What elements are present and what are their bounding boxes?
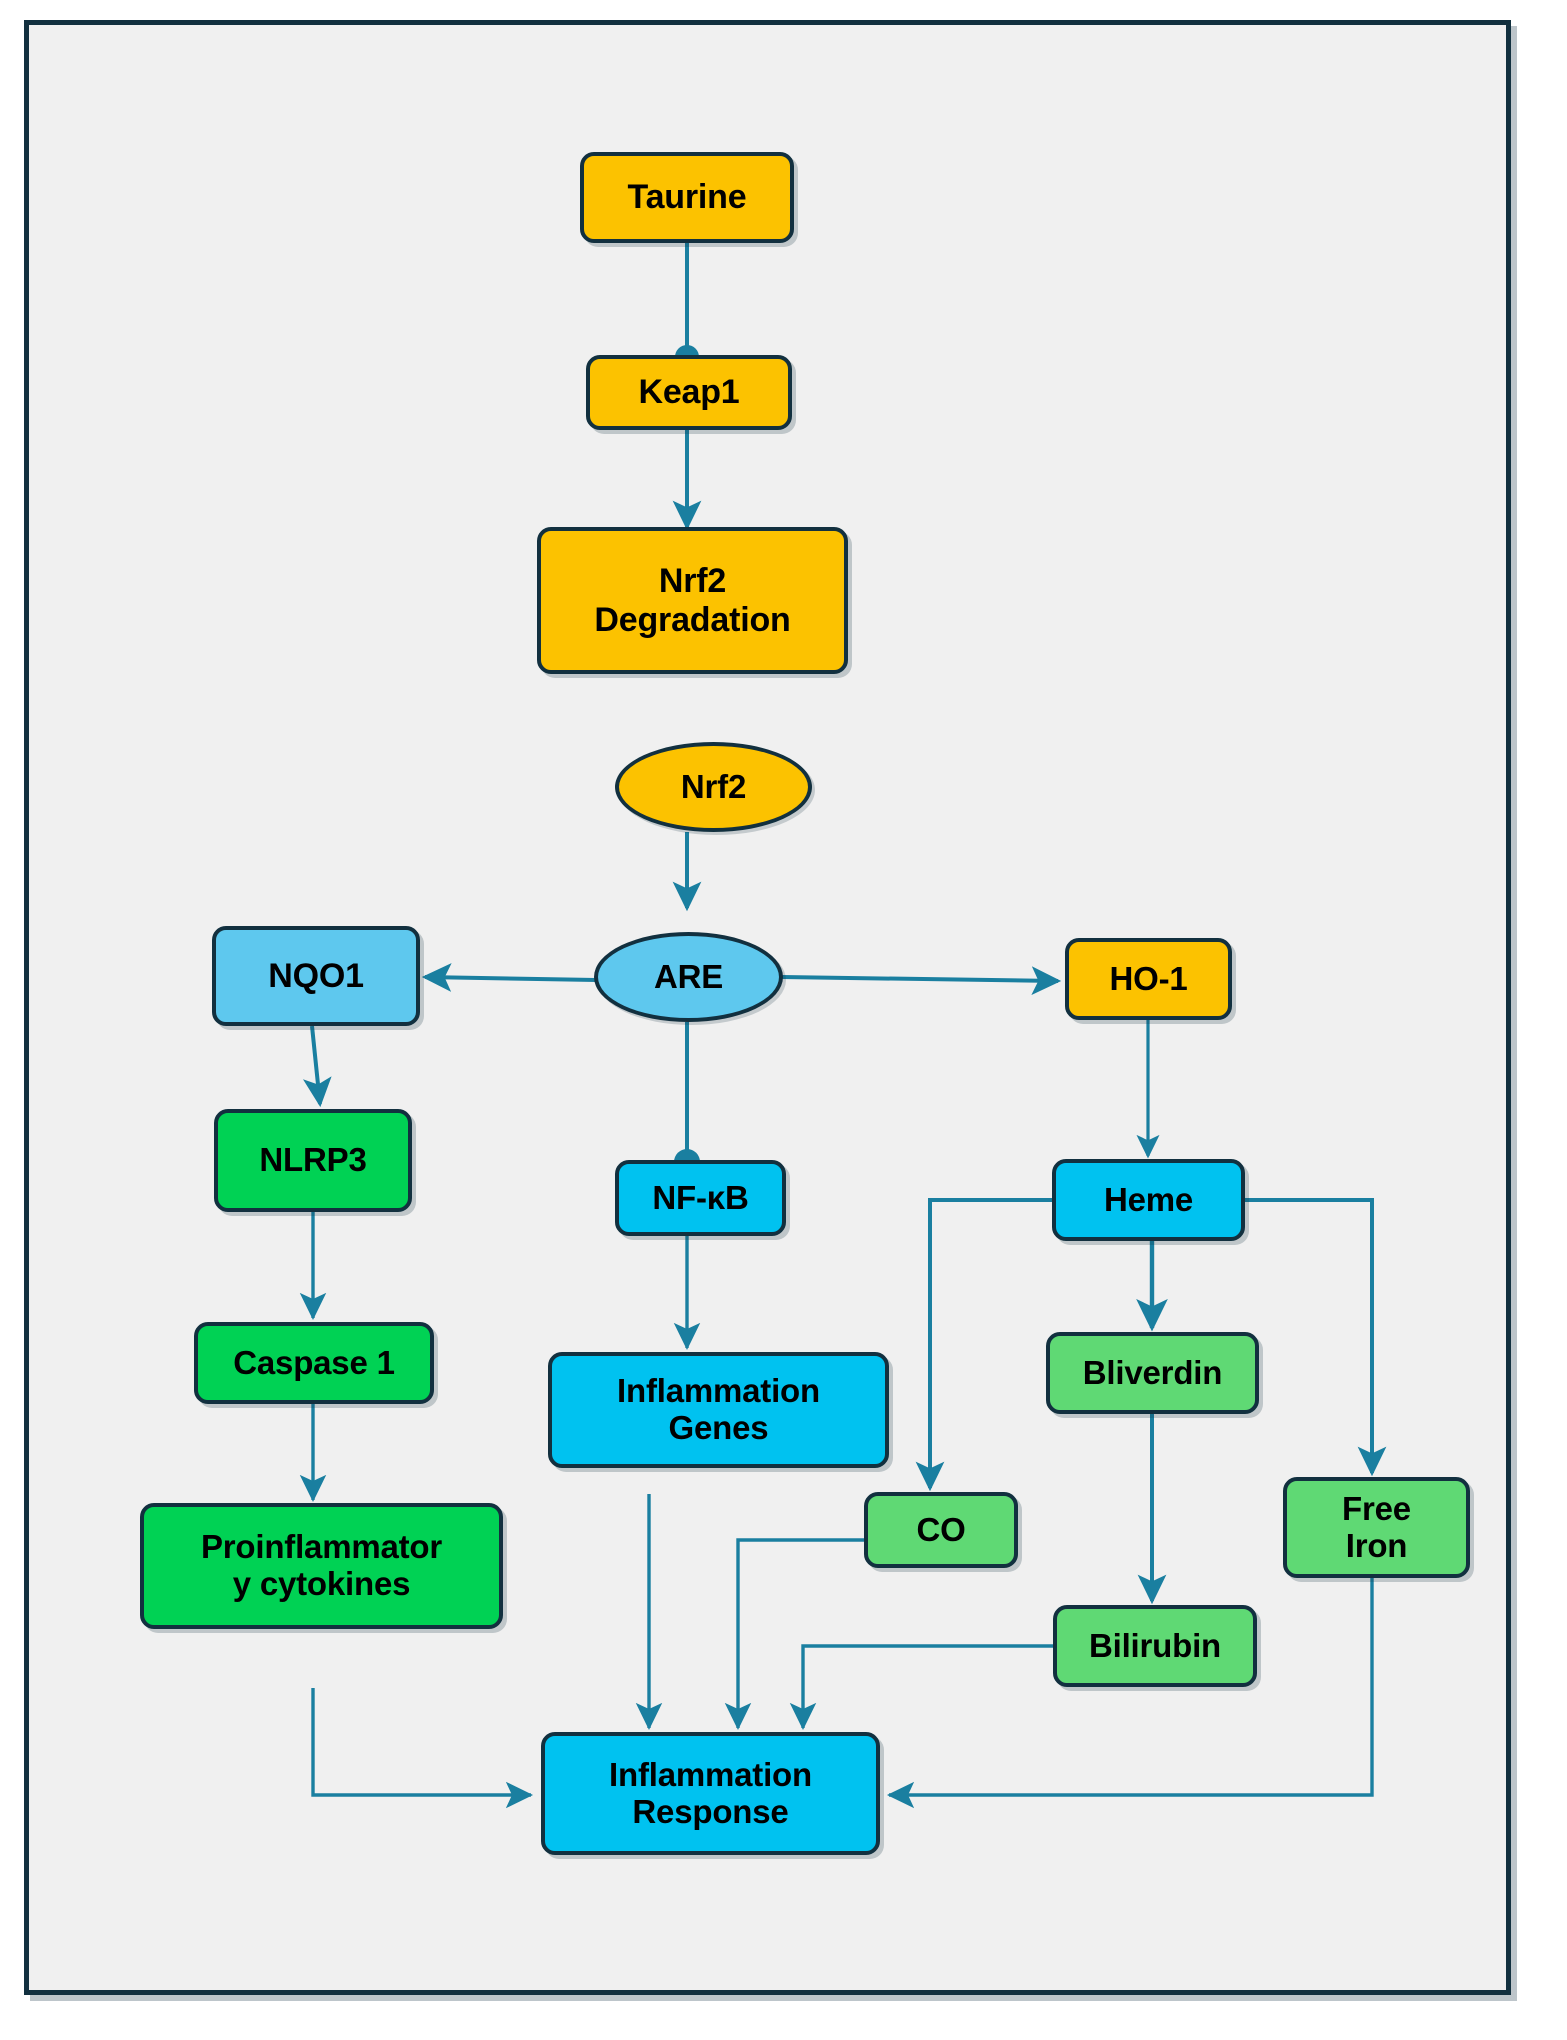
node-keap1[interactable]: Keap1 bbox=[586, 355, 792, 430]
node-nqo1[interactable]: NQO1 bbox=[212, 926, 420, 1026]
node-caspase-1[interactable]: Caspase 1 bbox=[194, 1322, 434, 1404]
node-are-label: ARE bbox=[653, 957, 724, 995]
node-bliverdin-label: Bliverdin bbox=[1082, 1353, 1223, 1391]
node-nlrp3-label: NLRP3 bbox=[259, 1141, 367, 1179]
node-nlrp3[interactable]: NLRP3 bbox=[214, 1109, 412, 1212]
node-nrf2[interactable]: Nrf2 bbox=[615, 742, 812, 832]
node-nrf2-label: Nrf2 bbox=[680, 767, 747, 805]
node-ho1[interactable]: HO-1 bbox=[1065, 938, 1232, 1020]
node-co-label: CO bbox=[916, 1510, 966, 1548]
node-nrf2-degradation[interactable]: Nrf2 Degradation bbox=[537, 527, 848, 674]
node-nf-kb[interactable]: NF-κB bbox=[615, 1160, 786, 1236]
node-inflammation-response[interactable]: Inflammation Response bbox=[541, 1732, 880, 1855]
node-bliverdin[interactable]: Bliverdin bbox=[1046, 1332, 1259, 1414]
node-caspase-1-label: Caspase 1 bbox=[233, 1343, 395, 1381]
node-inflammation-genes-label: Inflammation Genes bbox=[617, 1372, 820, 1446]
node-inflammation-genes[interactable]: Inflammation Genes bbox=[548, 1352, 889, 1468]
node-bilirubin[interactable]: Bilirubin bbox=[1053, 1605, 1257, 1687]
node-free-iron-label: Free Iron bbox=[1342, 1489, 1411, 1564]
node-keap1-label: Keap1 bbox=[638, 373, 740, 412]
node-free-iron[interactable]: Free Iron bbox=[1283, 1477, 1470, 1578]
node-nrf2-degradation-label: Nrf2 Degradation bbox=[594, 562, 791, 639]
node-proinflammatory-cytokines[interactable]: Proinflammator y cytokines bbox=[140, 1503, 503, 1629]
node-taurine[interactable]: Taurine bbox=[580, 152, 794, 243]
node-co[interactable]: CO bbox=[864, 1492, 1018, 1568]
node-bilirubin-label: Bilirubin bbox=[1088, 1626, 1222, 1664]
node-heme-label: Heme bbox=[1103, 1180, 1194, 1218]
node-inflammation-response-label: Inflammation Response bbox=[609, 1755, 812, 1830]
node-nf-kb-label: NF-κB bbox=[652, 1178, 749, 1216]
node-taurine-label: Taurine bbox=[627, 178, 747, 217]
node-heme[interactable]: Heme bbox=[1052, 1159, 1245, 1241]
node-proinflammatory-cytokines-label: Proinflammator y cytokines bbox=[200, 1528, 443, 1602]
node-ho1-label: HO-1 bbox=[1109, 959, 1188, 997]
node-nqo1-label: NQO1 bbox=[268, 956, 364, 995]
node-are[interactable]: ARE bbox=[594, 932, 783, 1022]
